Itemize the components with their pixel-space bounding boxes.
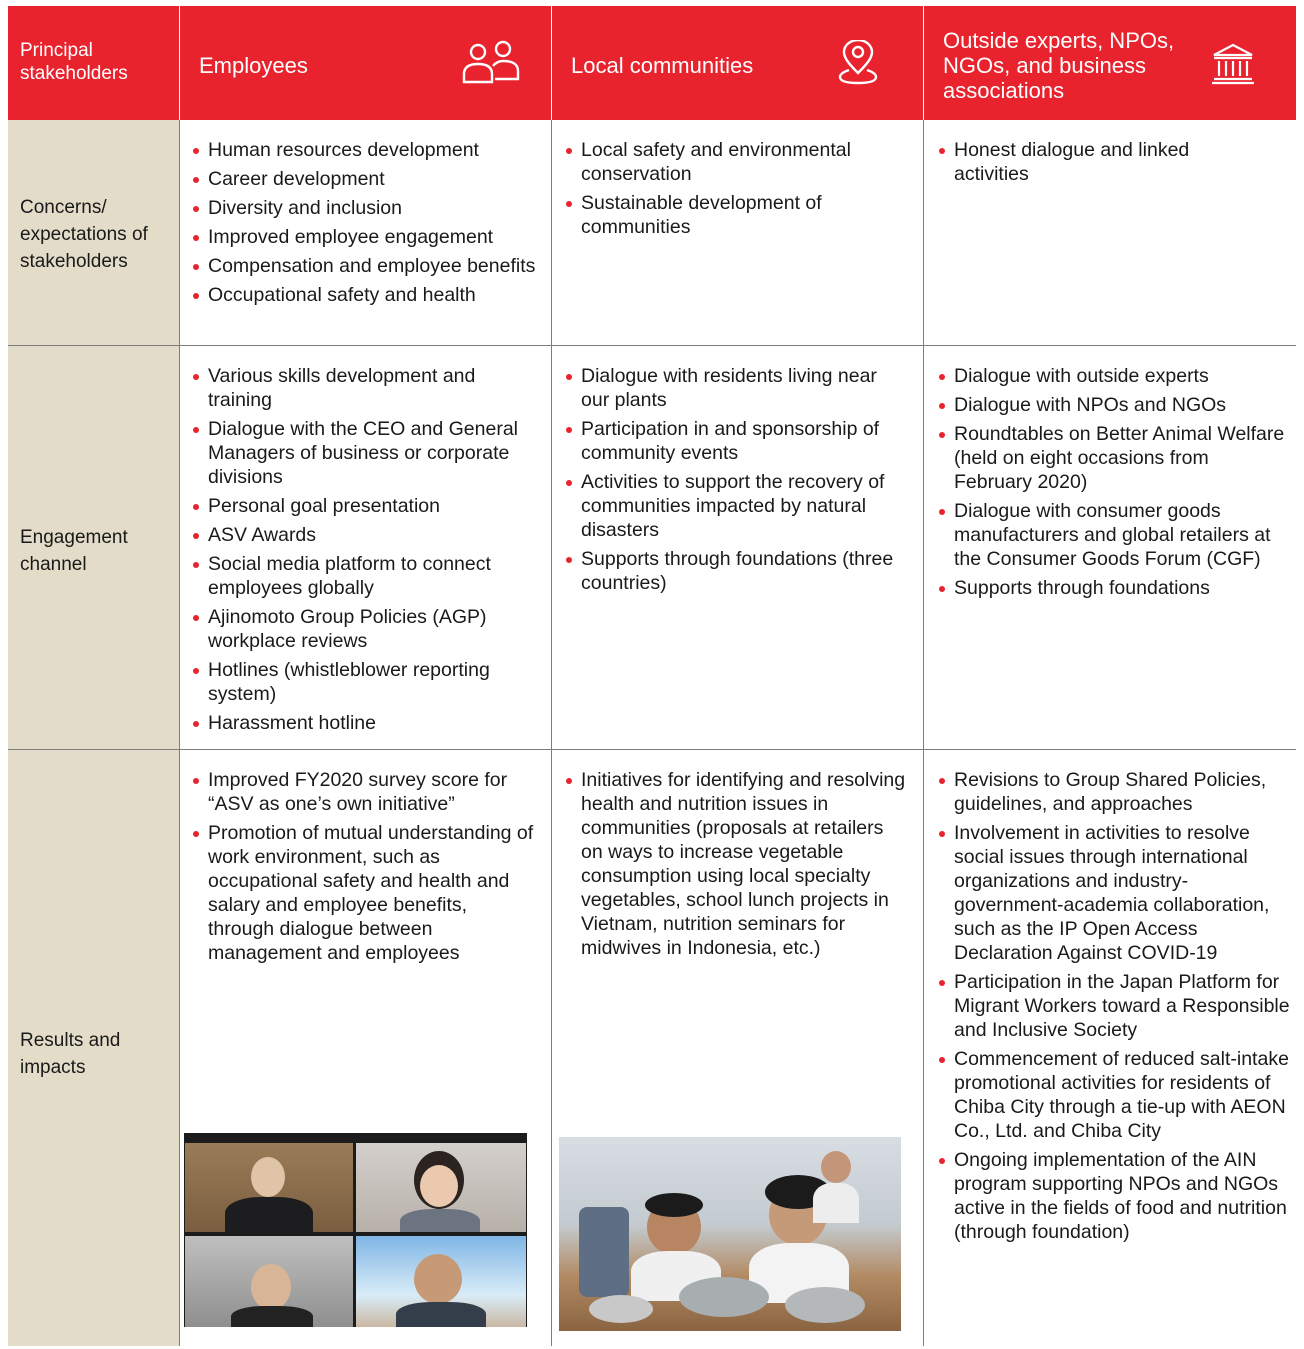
header-communities-label: Local communities <box>571 53 754 78</box>
school-lunch-photo <box>559 1137 901 1331</box>
list-item: Initiatives for identifying and resolvin… <box>563 768 908 960</box>
header-principal-stakeholders: Principal stakeholders <box>8 6 179 120</box>
list-item: Ongoing implementation of the AIN progra… <box>936 1148 1291 1244</box>
cell-concerns-communities: Local safety and environmental conservat… <box>563 138 893 244</box>
row-divider <box>8 749 1296 750</box>
row-label-engagement-text: Engagement channel <box>20 527 128 575</box>
list-item: Participation in and sponsorship of comm… <box>563 417 908 465</box>
list-item: Honest dialogue and linked activities <box>936 138 1236 186</box>
video-tile <box>185 1143 353 1232</box>
video-tile <box>185 1236 353 1327</box>
cell-results-experts: Revisions to Group Shared Policies, guid… <box>936 768 1291 1249</box>
bullet-list: Dialogue with residents living near our … <box>563 364 908 595</box>
list-item: Supports through foundations <box>936 576 1291 600</box>
header-local-communities: Local communities <box>552 6 923 120</box>
list-item: Occupational safety and health <box>190 283 540 307</box>
row-label-engagement: Engagement channel <box>8 346 179 749</box>
list-item: Ajinomoto Group Policies (AGP) workplace… <box>190 605 535 653</box>
row-label-concerns-text: Concerns/ expectations of stakeholders <box>20 197 148 272</box>
list-item: Dialogue with residents living near our … <box>563 364 908 412</box>
header-experts-label: Outside experts, NPOs, NGOs, and busines… <box>943 28 1175 103</box>
list-item: Improved FY2020 survey score for “ASV as… <box>190 768 535 816</box>
institution-building-icon <box>1212 43 1254 85</box>
bullet-list: Local safety and environmental conservat… <box>563 138 893 239</box>
cell-engagement-communities: Dialogue with residents living near our … <box>563 364 908 600</box>
list-item: Dialogue with outside experts <box>936 364 1291 388</box>
list-item: Participation in the Japan Platform for … <box>936 970 1291 1042</box>
bullet-list: Revisions to Group Shared Policies, guid… <box>936 768 1291 1244</box>
column-divider <box>179 120 180 1346</box>
list-item: Involvement in activities to resolve soc… <box>936 821 1291 965</box>
list-item: Local safety and environmental conservat… <box>563 138 893 186</box>
row-label-results-text: Results and impacts <box>20 1030 121 1078</box>
row-label-concerns: Concerns/ expectations of stakeholders <box>8 120 179 345</box>
cell-concerns-experts: Honest dialogue and linked activities <box>936 138 1236 191</box>
header-principal-label: Principal stakeholders <box>20 40 128 84</box>
bullet-list: Honest dialogue and linked activities <box>936 138 1236 186</box>
video-call-photo <box>184 1133 527 1327</box>
row-label-results: Results and impacts <box>8 750 179 1346</box>
cell-results-communities: Initiatives for identifying and resolvin… <box>563 768 908 965</box>
list-item: Sustainable development of communities <box>563 191 893 239</box>
column-divider <box>923 120 924 1346</box>
bullet-list: Initiatives for identifying and resolvin… <box>563 768 908 960</box>
list-item: Roundtables on Better Animal Welfare (he… <box>936 422 1291 494</box>
video-tile <box>356 1143 526 1232</box>
header-outside-experts: Outside experts, NPOs, NGOs, and busines… <box>924 6 1296 120</box>
cell-results-employees: Improved FY2020 survey score for “ASV as… <box>190 768 535 970</box>
list-item: Revisions to Group Shared Policies, guid… <box>936 768 1291 816</box>
list-item: Diversity and inclusion <box>190 196 540 220</box>
header-employees-label: Employees <box>199 53 308 78</box>
row-divider <box>8 345 1296 346</box>
list-item: Social media platform to connect employe… <box>190 552 535 600</box>
list-item: Supports through foundations (three coun… <box>563 547 908 595</box>
column-divider <box>551 120 552 1346</box>
list-item: Dialogue with the CEO and General Manage… <box>190 417 535 489</box>
list-item: Activities to support the recovery of co… <box>563 470 908 542</box>
list-item: Improved employee engagement <box>190 225 540 249</box>
list-item: Personal goal presentation <box>190 494 535 518</box>
header-employees: Employees <box>180 6 551 120</box>
list-item: Harassment hotline <box>190 711 535 735</box>
list-item: Compensation and employee benefits <box>190 254 540 278</box>
people-icon <box>462 40 520 84</box>
list-item: ASV Awards <box>190 523 535 547</box>
list-item: Hotlines (whistleblower reporting system… <box>190 658 535 706</box>
bullet-list: Improved FY2020 survey score for “ASV as… <box>190 768 535 965</box>
location-pin-icon <box>838 40 878 85</box>
list-item: Commencement of reduced salt-intake prom… <box>936 1047 1291 1143</box>
list-item: Various skills development and training <box>190 364 535 412</box>
list-item: Promotion of mutual understanding of wor… <box>190 821 535 965</box>
list-item: Human resources development <box>190 138 540 162</box>
list-item: Dialogue with NPOs and NGOs <box>936 393 1291 417</box>
video-tile <box>356 1236 526 1327</box>
list-item: Career development <box>190 167 540 191</box>
list-item: Dialogue with consumer goods manufacture… <box>936 499 1291 571</box>
stakeholder-table: Principal stakeholders Employees Local c… <box>8 6 1296 1346</box>
